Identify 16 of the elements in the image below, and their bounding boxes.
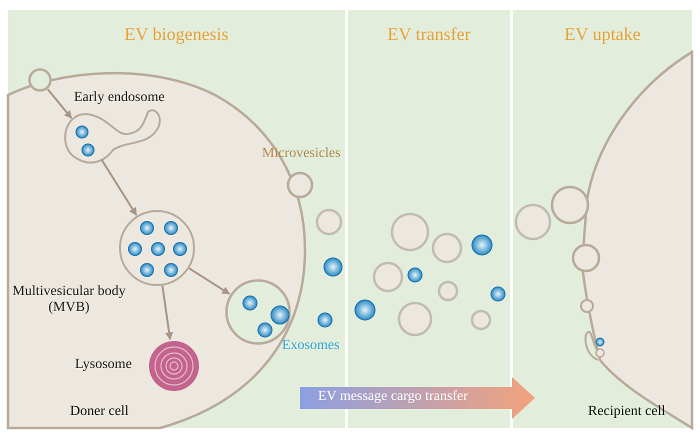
cell-label: Doner cell — [70, 404, 129, 420]
exosomes-label: Exosomes — [282, 338, 340, 354]
microvesicles-label: Microvesicles — [262, 146, 341, 162]
arrow-label: EV message cargo transfer — [318, 389, 468, 405]
arrow — [46, 88, 72, 119]
stage-title: EV uptake — [563, 24, 642, 45]
stage-title: EV biogenesis — [123, 24, 230, 45]
arrow — [188, 267, 230, 295]
cell-label: Recipient cell — [588, 404, 666, 420]
stage-panel — [513, 10, 692, 428]
organelle-label: Multivesicular body (MVB) — [11, 284, 127, 316]
stage-title: EV transfer — [386, 24, 472, 45]
organelle-label: Lysosome — [75, 357, 132, 373]
organelle-label: Early endosome — [74, 90, 165, 106]
arrow — [161, 285, 174, 340]
arrow — [100, 158, 138, 216]
